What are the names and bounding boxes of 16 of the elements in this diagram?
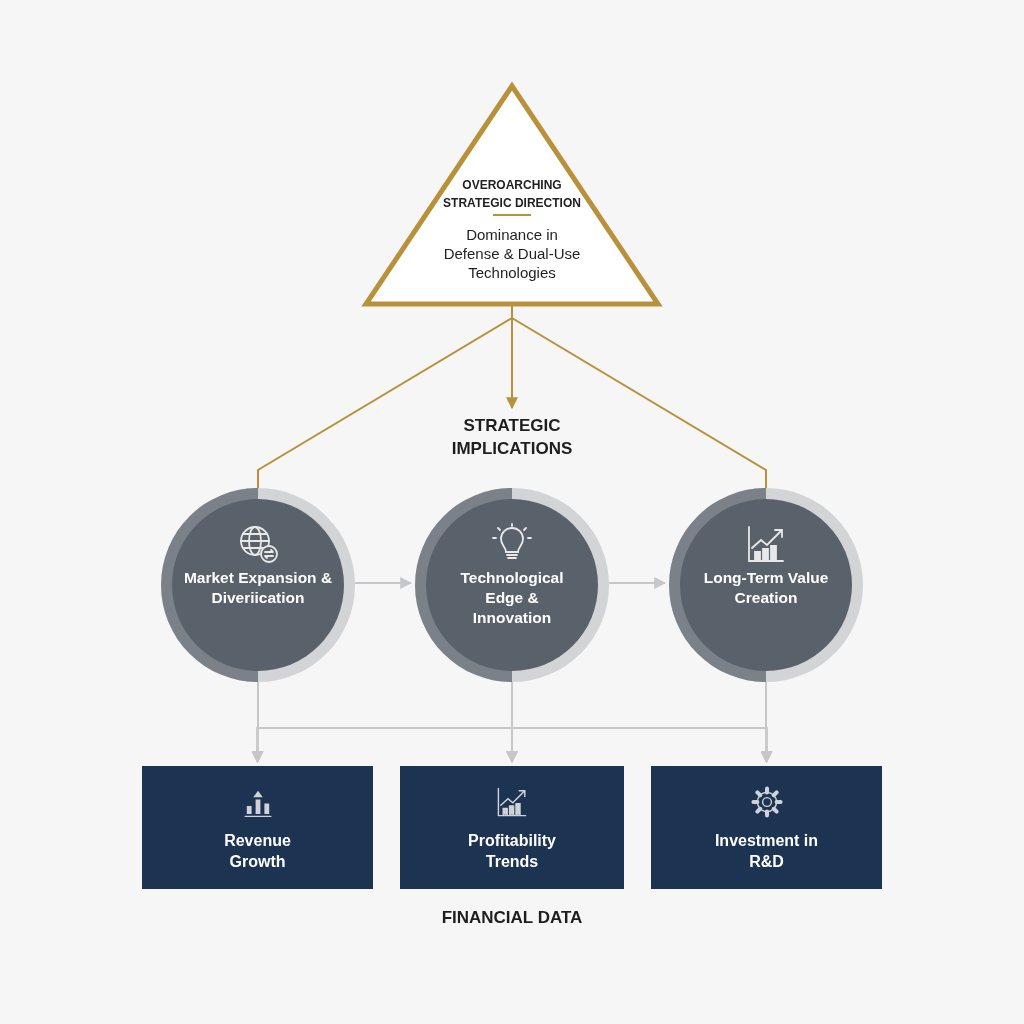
data-card bbox=[651, 766, 882, 889]
circle-label: Technological Edge & Innovation bbox=[459, 568, 565, 628]
data-card bbox=[400, 766, 624, 889]
card-label: Revenue Growth bbox=[223, 831, 292, 872]
circle-label: Market Expansion & Diveriication bbox=[183, 568, 333, 608]
section-heading: STRATEGIC IMPLICATIONS bbox=[412, 414, 612, 460]
data-card bbox=[142, 766, 373, 889]
arrow bbox=[608, 577, 667, 589]
description: Dominance in Defense & Dual-Use Technologies bbox=[442, 225, 582, 282]
arrow bbox=[354, 577, 413, 589]
arrow bbox=[760, 681, 773, 764]
circle-label: Long-Term Value Creation bbox=[702, 568, 830, 608]
card-label: Profitability Trends bbox=[467, 831, 557, 872]
heading: OVEROARCHING STRATEGIC DIRECTION bbox=[442, 177, 582, 212]
section-heading: FINANCIAL DATA bbox=[440, 907, 584, 929]
card-label: Investment in R&D bbox=[713, 831, 820, 872]
